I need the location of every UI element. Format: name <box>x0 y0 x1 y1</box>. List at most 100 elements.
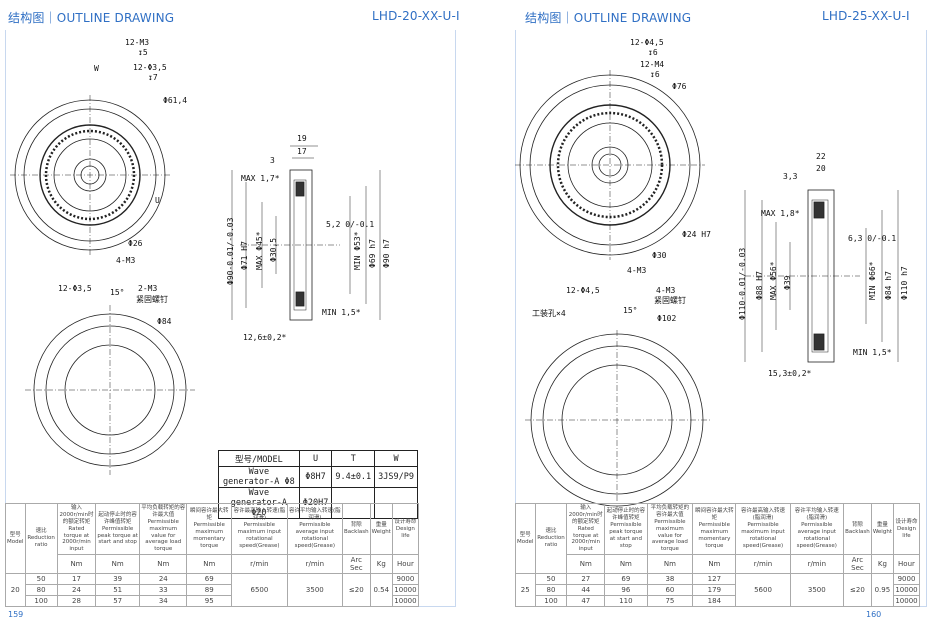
side-view-20 <box>231 145 381 321</box>
max-input-speed-cell: 5600 <box>735 573 791 608</box>
dim-label: Φ76 <box>672 82 687 91</box>
column-header: 容许最高输入转速(脂润滑) Permissible maximum input … <box>231 502 288 556</box>
dim-label: Φ84 <box>157 317 172 326</box>
side-view-25 <box>744 189 899 363</box>
front-view-20 <box>10 95 170 255</box>
unit-cell: r/min <box>789 554 845 575</box>
dim-label: 12-Φ4,5 <box>566 286 600 295</box>
dim-label: 紧固螺钉 <box>136 295 168 304</box>
torque-cell: 57 <box>95 595 141 608</box>
dim-label: MIN Φ53* <box>353 231 362 270</box>
column-header: 设计寿命 Design life <box>892 502 921 556</box>
model-cell: 25 <box>515 573 536 608</box>
dim-label: 4-M3 <box>656 286 676 295</box>
avg-input-speed-cell: 3500 <box>286 573 343 608</box>
dim-label: 15° <box>623 306 638 315</box>
unit-cell: Nm <box>692 554 737 575</box>
dim-label: 3 <box>270 156 275 165</box>
dim-label: 4-M3 <box>627 266 647 275</box>
unit-cell: Nm <box>646 554 694 575</box>
unit-cell: Arc Sec <box>843 554 872 575</box>
ratio-cell: 50 <box>24 573 58 586</box>
torque-cell: 96 <box>604 584 648 597</box>
torque-cell: 47 <box>566 595 606 608</box>
dim-label: Φ61,4 <box>163 96 188 105</box>
dim-label: Φ71 H7 <box>240 241 249 270</box>
dim-label: Φ69 h7 <box>368 239 377 268</box>
front-view-25 <box>515 70 705 260</box>
dim-label: 12-Φ3,5 <box>133 63 167 72</box>
unit-cell: Kg <box>369 554 393 575</box>
column-header: 速比 Reduction ratio <box>24 502 58 575</box>
max-input-speed-cell: 6500 <box>231 573 288 608</box>
dim-label: Φ39 <box>783 275 792 290</box>
dim-label: 12-Φ3,5 <box>58 284 92 293</box>
column-header: 容许最高输入转速(脂润滑) Permissible maximum input … <box>735 502 791 556</box>
dim-label: 12-Φ4,5 <box>630 38 664 47</box>
column-header: 设计寿命 Design life <box>391 502 420 556</box>
unit-cell: Kg <box>870 554 894 575</box>
torque-cell: 27 <box>566 573 606 586</box>
unit-cell: r/min <box>286 554 343 575</box>
dim-label: Φ90 h7 <box>382 239 391 268</box>
design-life-cell: 10000 <box>391 584 420 597</box>
dim-label: 19 <box>297 134 307 143</box>
header-title: 结构图｜OUTLINE DRAWING <box>525 11 692 25</box>
dim-label: Φ90-0.01/-0.03 <box>226 217 235 285</box>
header-title: 结构图｜OUTLINE DRAWING <box>8 11 175 25</box>
dim-label: Φ88 H7 <box>755 271 764 300</box>
unit-cell: Arc Sec <box>341 554 371 575</box>
dim-label: MAX 1,7* <box>241 174 280 183</box>
unit-cell: Hour <box>892 554 921 575</box>
u-header: U <box>298 450 333 467</box>
dim-label: Φ24 H7 <box>682 230 711 239</box>
dim-label: 2-M3 <box>138 284 158 293</box>
torque-cell: 60 <box>646 584 694 597</box>
weight-cell: 0.95 <box>870 573 894 608</box>
ratio-cell: 100 <box>24 595 58 608</box>
column-header: 型号 Model <box>5 502 26 575</box>
dim-label: W <box>94 64 99 73</box>
dim-label: 3,3 <box>783 172 798 181</box>
u-cell: Φ8H7 <box>298 466 333 488</box>
unit-cell: r/min <box>735 554 791 575</box>
dim-label: 20 <box>816 164 826 173</box>
dim-label: 15° <box>110 288 125 297</box>
page-number: 160 <box>866 610 882 619</box>
column-header: 重量 Weight <box>870 502 894 556</box>
torque-cell: 17 <box>56 573 97 586</box>
column-header: 背隙 Backlash <box>843 502 872 556</box>
dim-label: MIN 1,5* <box>853 348 892 357</box>
unit-cell: Nm <box>56 554 97 575</box>
w-header: W <box>374 450 418 467</box>
unit-cell: Nm <box>566 554 606 575</box>
ratio-cell: 80 <box>534 584 568 597</box>
dim-label: 15,3±0,2* <box>768 369 812 378</box>
dim-label: 工装孔×4 <box>532 309 566 318</box>
torque-cell: 69 <box>186 573 233 586</box>
unit-cell: Hour <box>391 554 420 575</box>
unit-cell: Nm <box>95 554 141 575</box>
column-header: 瞬间容许最大转矩 Permissible maximum momentary t… <box>186 502 233 556</box>
column-header: 平均负载转矩的容许最大值 Permissible maximum value f… <box>139 502 188 556</box>
dim-label: 22 <box>816 152 826 161</box>
column-header: 型号 Model <box>515 502 536 575</box>
torque-cell: 184 <box>692 595 737 608</box>
torque-cell: 89 <box>186 584 233 597</box>
unit-cell: Nm <box>139 554 188 575</box>
dim-label: MAX 1,8* <box>761 209 800 218</box>
torque-cell: 51 <box>95 584 141 597</box>
model-cell: Wave generator-A Φ8 <box>218 466 300 488</box>
model-code: LHD-20-XX-U-I <box>372 9 460 23</box>
dim-label: 12-M3 <box>125 38 150 47</box>
design-life-cell: 9000 <box>892 573 921 586</box>
page-number: 159 <box>8 610 24 619</box>
dim-label: ↧6 <box>648 48 658 57</box>
dim-label: U <box>155 196 160 205</box>
dim-label: Φ110-0.01/-0.03 <box>738 247 747 320</box>
